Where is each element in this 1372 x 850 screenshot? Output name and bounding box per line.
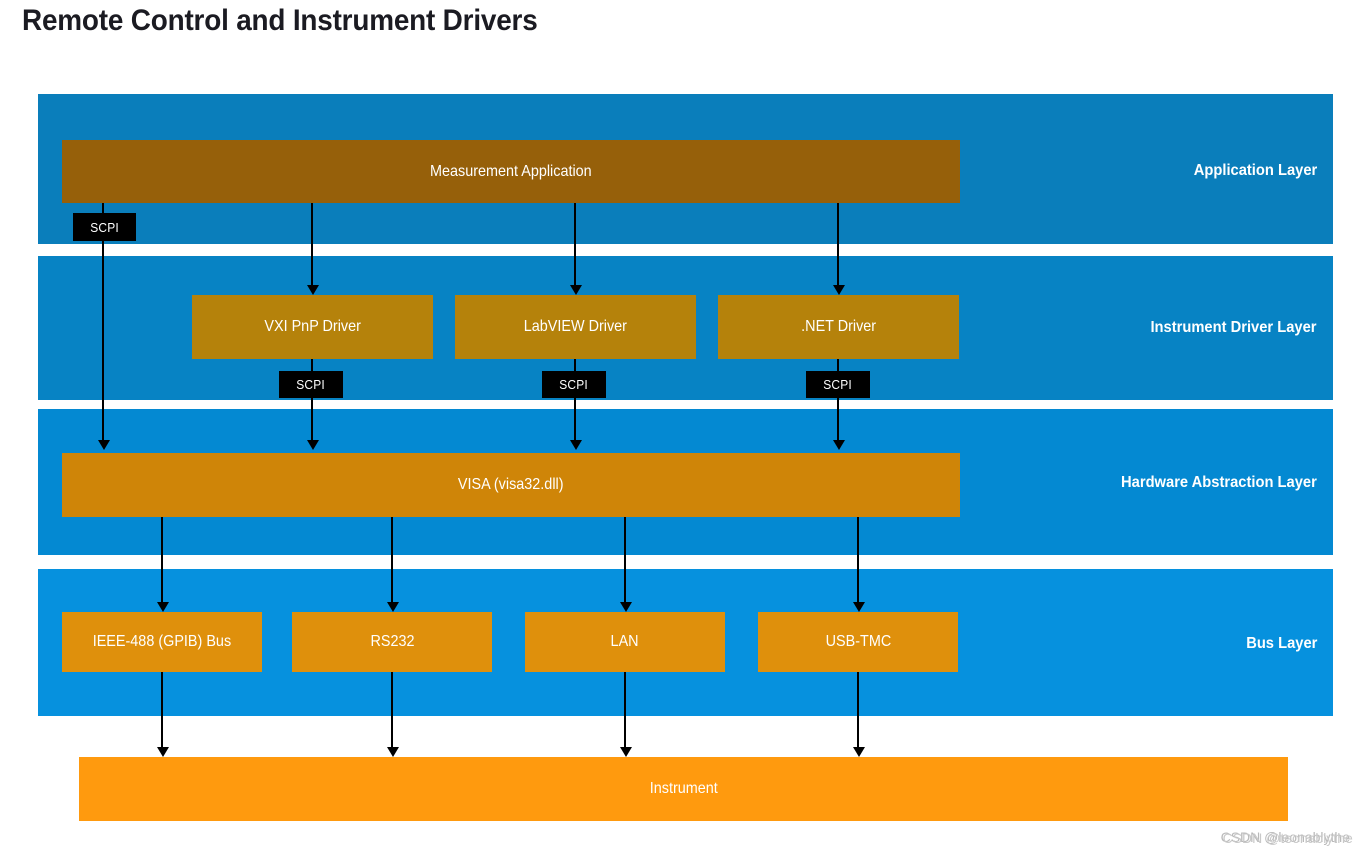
arrow-visa-to-rs232-line bbox=[391, 517, 393, 602]
block-visa[interactable]: VISA (visa32.dll) bbox=[62, 453, 960, 517]
layer-label-bus: Bus Layer bbox=[1245, 635, 1317, 652]
arrow-app-to-vxi-line bbox=[311, 203, 313, 285]
arrow-lan-to-instrument-head bbox=[620, 747, 632, 757]
arrow-dotnet-to-visa-line bbox=[837, 359, 839, 440]
block-visa-label: VISA (visa32.dll) bbox=[458, 476, 564, 493]
arrow-usb-to-instrument-line bbox=[857, 672, 859, 747]
layer-label-application: Application Layer bbox=[1193, 162, 1317, 179]
block-instrument-label: Instrument bbox=[649, 780, 718, 797]
block-lan-label: LAN bbox=[610, 633, 640, 650]
tag-scpi-dotnet: SCPI bbox=[806, 371, 870, 398]
arrow-app-to-labview-line bbox=[574, 203, 576, 285]
block-rs232-label: RS232 bbox=[369, 633, 415, 650]
block-usb-tmc-label: USB-TMC bbox=[825, 633, 891, 650]
tag-scpi-direct-label: SCPI bbox=[90, 219, 119, 235]
block-ieee488-gpib-bus-label: IEEE-488 (GPIB) Bus bbox=[92, 633, 232, 650]
arrow-app-to-visa-head bbox=[98, 440, 110, 450]
arrow-visa-to-usb-line bbox=[857, 517, 859, 602]
block-labview-driver-label: LabVIEW Driver bbox=[523, 318, 628, 335]
arrow-visa-to-rs232-head bbox=[387, 602, 399, 612]
block-lan[interactable]: LAN bbox=[525, 612, 725, 672]
block-vxi-pnp-driver-label: VXI PnP Driver bbox=[264, 318, 361, 335]
block-rs232[interactable]: RS232 bbox=[292, 612, 492, 672]
arrow-visa-to-lan-line bbox=[624, 517, 626, 602]
arrow-lan-to-instrument-line bbox=[624, 672, 626, 747]
block-dotnet-driver-label: .NET Driver bbox=[801, 318, 876, 335]
tag-scpi-labview: SCPI bbox=[542, 371, 606, 398]
page-title: Remote Control and Instrument Drivers bbox=[22, 4, 538, 37]
arrow-app-to-dotnet-head bbox=[833, 285, 845, 295]
arrow-visa-to-gpib-line bbox=[161, 517, 163, 602]
block-ieee488-gpib-bus[interactable]: IEEE-488 (GPIB) Bus bbox=[62, 612, 262, 672]
block-labview-driver[interactable]: LabVIEW Driver bbox=[455, 295, 696, 359]
arrow-usb-to-instrument-head bbox=[853, 747, 865, 757]
tag-scpi-labview-label: SCPI bbox=[559, 377, 589, 392]
arrow-app-to-vxi-head bbox=[307, 285, 319, 295]
block-vxi-pnp-driver[interactable]: VXI PnP Driver bbox=[192, 295, 433, 359]
arrow-dotnet-to-visa-head bbox=[833, 440, 845, 450]
tag-scpi-vxi-label: SCPI bbox=[296, 377, 326, 392]
arrow-app-to-dotnet-line bbox=[837, 203, 839, 285]
arrow-rs232-to-instrument-head bbox=[387, 747, 399, 757]
arrow-app-to-labview-head bbox=[570, 285, 582, 295]
arrow-vxi-to-visa-head bbox=[307, 440, 319, 450]
watermark-text-overlap: CSDN @teonablythe bbox=[1222, 830, 1353, 846]
tag-scpi-vxi: SCPI bbox=[279, 371, 343, 398]
block-usb-tmc[interactable]: USB-TMC bbox=[758, 612, 958, 672]
layer-label-hardware-abstraction: Hardware Abstraction Layer bbox=[1121, 474, 1317, 491]
arrow-gpib-to-instrument-line bbox=[161, 672, 163, 747]
arrow-visa-to-usb-head bbox=[853, 602, 865, 612]
arrow-labview-to-visa-line bbox=[574, 359, 576, 440]
arrow-vxi-to-visa-line bbox=[311, 359, 313, 440]
block-instrument[interactable]: Instrument bbox=[79, 757, 1288, 821]
arrow-gpib-to-instrument-head bbox=[157, 747, 169, 757]
block-measurement-application[interactable]: Measurement Application bbox=[62, 140, 960, 203]
arrow-rs232-to-instrument-line bbox=[391, 672, 393, 747]
arrow-labview-to-visa-head bbox=[570, 440, 582, 450]
block-dotnet-driver[interactable]: .NET Driver bbox=[718, 295, 959, 359]
arrow-visa-to-lan-head bbox=[620, 602, 632, 612]
tag-scpi-direct: SCPI bbox=[73, 213, 136, 241]
layer-label-instrument-driver: Instrument Driver Layer bbox=[1150, 319, 1317, 336]
arrow-app-to-visa-line bbox=[102, 203, 104, 440]
block-measurement-application-label: Measurement Application bbox=[430, 162, 592, 180]
tag-scpi-dotnet-label: SCPI bbox=[823, 377, 853, 392]
arrow-visa-to-gpib-head bbox=[157, 602, 169, 612]
watermark: CSDN @leonablythe CSDN @teonablythe bbox=[1220, 829, 1353, 846]
watermark-text: CSDN @leonablythe bbox=[1220, 829, 1350, 845]
